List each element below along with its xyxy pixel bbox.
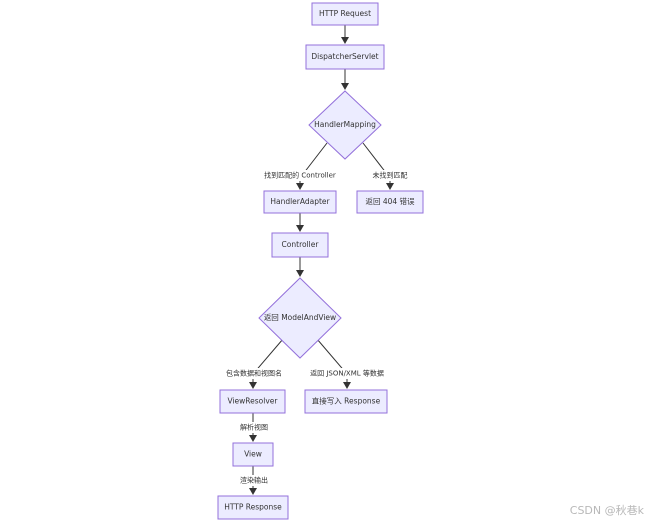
- node-dispatcher-servlet-label: DispatcherServlet: [311, 52, 378, 61]
- node-controller-label: Controller: [282, 240, 320, 249]
- node-dispatcher-servlet: DispatcherServlet: [305, 44, 385, 70]
- edge-labels: 找到匹配的 Controller 未找到匹配 包含数据和视图名 返回 JSON/…: [226, 170, 410, 486]
- node-return-model-and-view: 返回 ModelAndView: [258, 277, 342, 359]
- edge-mapping-to-404: [362, 142, 394, 190]
- node-write-response: 直接写入 Response: [304, 389, 388, 414]
- node-return-404: 返回 404 错误: [356, 190, 424, 214]
- node-handler-mapping: HandlerMapping: [308, 90, 382, 160]
- node-handler-mapping-label: HandlerMapping: [314, 120, 376, 129]
- edge-label-found-controller: 找到匹配的 Controller: [264, 171, 336, 180]
- node-http-response: HTTP Response: [217, 495, 289, 520]
- node-handler-adapter: HandlerAdapter: [263, 190, 337, 214]
- watermark: CSDN @秋巷k: [569, 504, 644, 517]
- edge-decision-to-viewresolver: [249, 338, 284, 389]
- node-view-resolver-label: ViewResolver: [227, 397, 278, 406]
- node-http-request: HTTP Request: [311, 2, 379, 26]
- node-write-response-label: 直接写入 Response: [312, 396, 381, 406]
- edge-label-parse-view: 解析视图: [240, 423, 268, 432]
- node-view: View: [232, 442, 274, 467]
- edge-label-not-found: 未找到匹配: [373, 171, 408, 180]
- edges: [249, 25, 394, 495]
- node-http-request-label: HTTP Request: [319, 9, 371, 18]
- edge-mapping-to-adapter: [296, 142, 328, 190]
- node-view-label: View: [244, 450, 262, 459]
- node-http-response-label: HTTP Response: [224, 503, 282, 512]
- node-controller: Controller: [271, 232, 329, 258]
- edge-label-returns-json-xml: 返回 JSON/XML 等数据: [310, 369, 384, 378]
- edge-decision-to-response: [316, 338, 351, 389]
- node-view-resolver: ViewResolver: [219, 389, 286, 414]
- node-return-404-label: 返回 404 错误: [365, 196, 415, 206]
- edge-label-render-output: 渲染输出: [240, 476, 268, 485]
- node-handler-adapter-label: HandlerAdapter: [270, 197, 330, 206]
- edge-label-contains-data-view: 包含数据和视图名: [226, 369, 282, 378]
- node-return-model-and-view-label: 返回 ModelAndView: [264, 313, 336, 322]
